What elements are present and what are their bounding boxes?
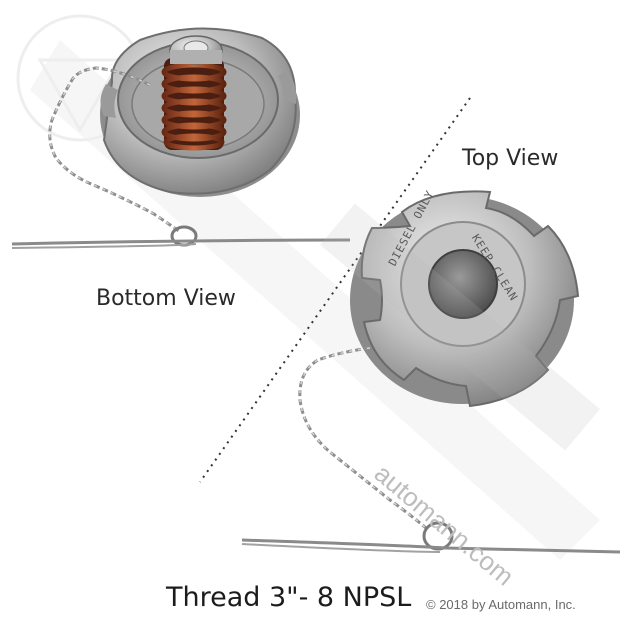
thread-spec-label: Thread 3"- 8 NPSL bbox=[166, 582, 412, 613]
copyright-text: © 2018 by Automann, Inc. bbox=[426, 597, 576, 612]
bottom-wire bbox=[11, 238, 351, 246]
divider-line bbox=[199, 97, 471, 483]
top-view-label: Top View bbox=[462, 146, 559, 171]
bottom-view-cap bbox=[100, 27, 300, 197]
watermark-band bbox=[320, 203, 600, 451]
top-wire bbox=[241, 538, 621, 554]
spring bbox=[161, 58, 227, 151]
bottom-view-label: Bottom View bbox=[96, 286, 236, 311]
top-view-cap bbox=[350, 190, 580, 408]
top-chain bbox=[298, 346, 454, 551]
